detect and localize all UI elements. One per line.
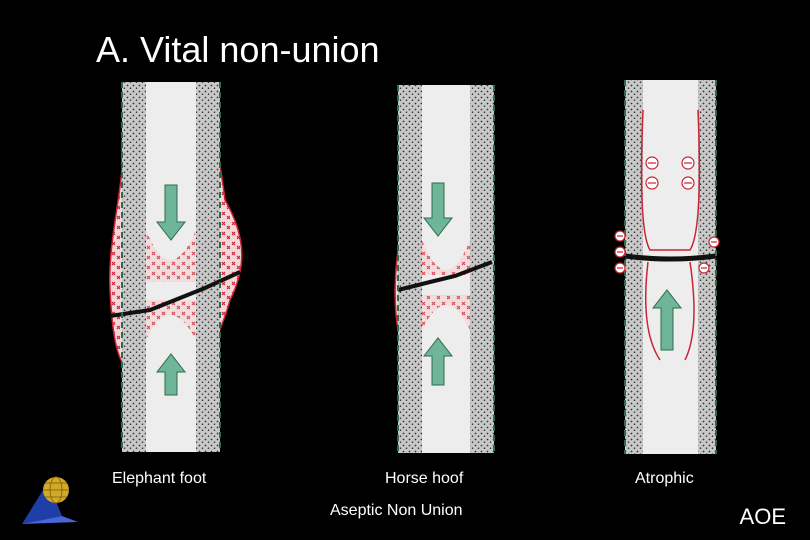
cortex-right-elephant — [196, 82, 220, 452]
fracture-line-elephant — [109, 270, 241, 318]
label-elephant-foot: Elephant foot — [112, 470, 207, 487]
cortex-left-atrophic — [625, 80, 643, 454]
arrow-up-horse — [422, 337, 454, 386]
slide-title: A. Vital non-union — [96, 29, 380, 70]
panel-horse-hoof — [394, 85, 495, 453]
cortex-left-horse — [398, 85, 422, 453]
panel-elephant-foot — [108, 82, 243, 452]
arrow-up-elephant — [155, 353, 187, 396]
aoe-logo-icon — [22, 476, 78, 524]
label-atrophic: Atrophic — [635, 470, 694, 487]
fracture-line-horse — [397, 260, 493, 292]
globe-icon — [43, 476, 69, 504]
panel-atrophic — [614, 80, 720, 454]
label-horse-hoof: Horse hoof — [385, 470, 464, 487]
cortex-left-elephant — [122, 82, 146, 452]
minus-sign-icon — [614, 156, 720, 274]
caption-aseptic-non-union: Aseptic Non Union — [330, 502, 463, 519]
medulla-atrophic — [643, 80, 698, 454]
arrow-down-elephant — [155, 184, 187, 241]
arrow-up-atrophic — [651, 289, 683, 351]
aoe-footer-label: AOE — [739, 504, 786, 529]
fracture-gap-atrophic — [624, 253, 717, 262]
arrow-down-horse — [422, 182, 454, 237]
